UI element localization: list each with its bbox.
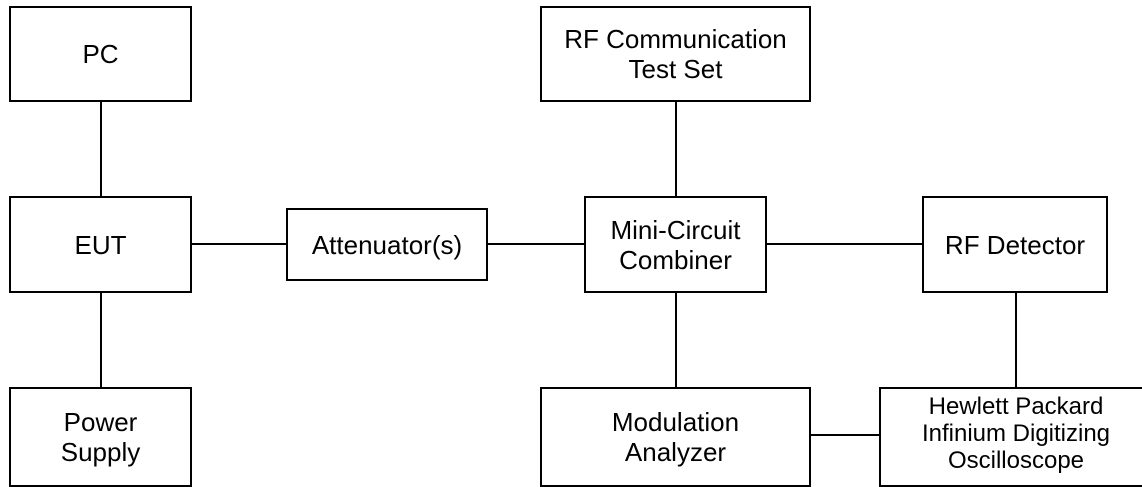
rf-communication-test-set-block: RF Communication Test Set	[540, 6, 811, 102]
eut-block: EUT	[9, 196, 192, 293]
rf-detector-block: RF Detector	[922, 196, 1108, 293]
power-supply-block: Power Supply	[9, 387, 192, 487]
mini-circuit-combiner-block: Mini-Circuit Combiner	[584, 196, 767, 293]
attenuator-block: Attenuator(s)	[286, 208, 488, 281]
oscilloscope-block: Hewlett Packard Infinium Digitizing Osci…	[879, 387, 1142, 487]
pc-block: PC	[9, 6, 192, 102]
modulation-analyzer-block: Modulation Analyzer	[540, 387, 811, 487]
